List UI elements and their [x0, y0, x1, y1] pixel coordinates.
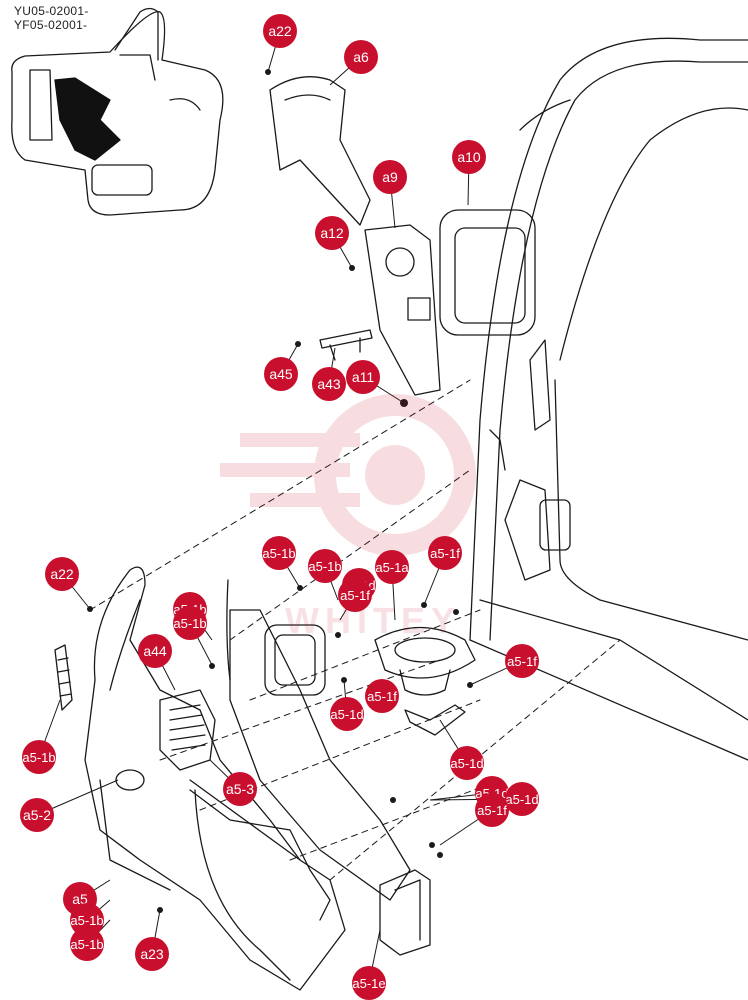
callout-a45[interactable]: a45 [264, 357, 298, 391]
part-vent-grille [159, 689, 216, 771]
part-cap [115, 769, 145, 791]
callout-a5-2[interactable]: a5-2 [20, 798, 54, 832]
part-box [379, 869, 431, 956]
callout-a5-1b[interactable]: a5-1b [173, 606, 207, 640]
part-inner-panel [229, 609, 411, 901]
part-plate [364, 224, 441, 396]
part-side-panel [84, 566, 346, 991]
callout-a5-1b[interactable]: a5-1b [308, 549, 342, 583]
callout-a11[interactable]: a11 [346, 360, 380, 394]
callout-a44[interactable]: a44 [138, 634, 172, 668]
part-rod [226, 579, 231, 681]
callout-a9[interactable]: a9 [373, 160, 407, 194]
callout-a5-1d[interactable]: a5-1d [450, 746, 484, 780]
callout-a5-1e[interactable]: a5-1e [352, 966, 386, 1000]
callout-a5-1f[interactable]: a5-1f [365, 679, 399, 713]
callout-a5-1b[interactable]: a5-1b [70, 927, 104, 961]
part-frame [264, 624, 326, 696]
part-mirror [439, 209, 536, 336]
callout-a5-1b[interactable]: a5-1b [262, 536, 296, 570]
callout-a5-1f[interactable]: a5-1f [505, 644, 539, 678]
callout-a12[interactable]: a12 [315, 216, 349, 250]
callout-a5-1f[interactable]: a5-1f [338, 578, 372, 612]
callout-a5-1f[interactable]: a5-1f [428, 536, 462, 570]
thumbnail-highlight [54, 77, 121, 161]
callout-a5-1b[interactable]: a5-1b [22, 740, 56, 774]
part-cover-upper [269, 76, 371, 226]
callout-a22[interactable]: a22 [45, 557, 79, 591]
callout-a5-1d[interactable]: a5-1d [330, 697, 364, 731]
part-cup-holder [374, 626, 476, 679]
callout-a10[interactable]: a10 [452, 140, 486, 174]
callout-a5-3[interactable]: a5-3 [223, 772, 257, 806]
callout-a23[interactable]: a23 [135, 937, 169, 971]
part-strip [54, 644, 73, 711]
part-bracket-a43 [319, 329, 373, 349]
callout-a43[interactable]: a43 [312, 367, 346, 401]
callout-a22[interactable]: a22 [263, 14, 297, 48]
callout-a5-1d[interactable]: a5-1d [505, 782, 539, 816]
callout-a5-1a[interactable]: a5-1a [375, 550, 409, 584]
part-bracket-a5-1c [404, 704, 466, 736]
thumbnail-excavator [11, 7, 224, 216]
model-code: YF05-02001- [14, 18, 88, 32]
model-code: YU05-02001- [14, 4, 89, 18]
callout-a6[interactable]: a6 [344, 40, 378, 74]
leader-lines [36, 30, 523, 984]
callout-a5-1f[interactable]: a5-1f [475, 793, 509, 827]
